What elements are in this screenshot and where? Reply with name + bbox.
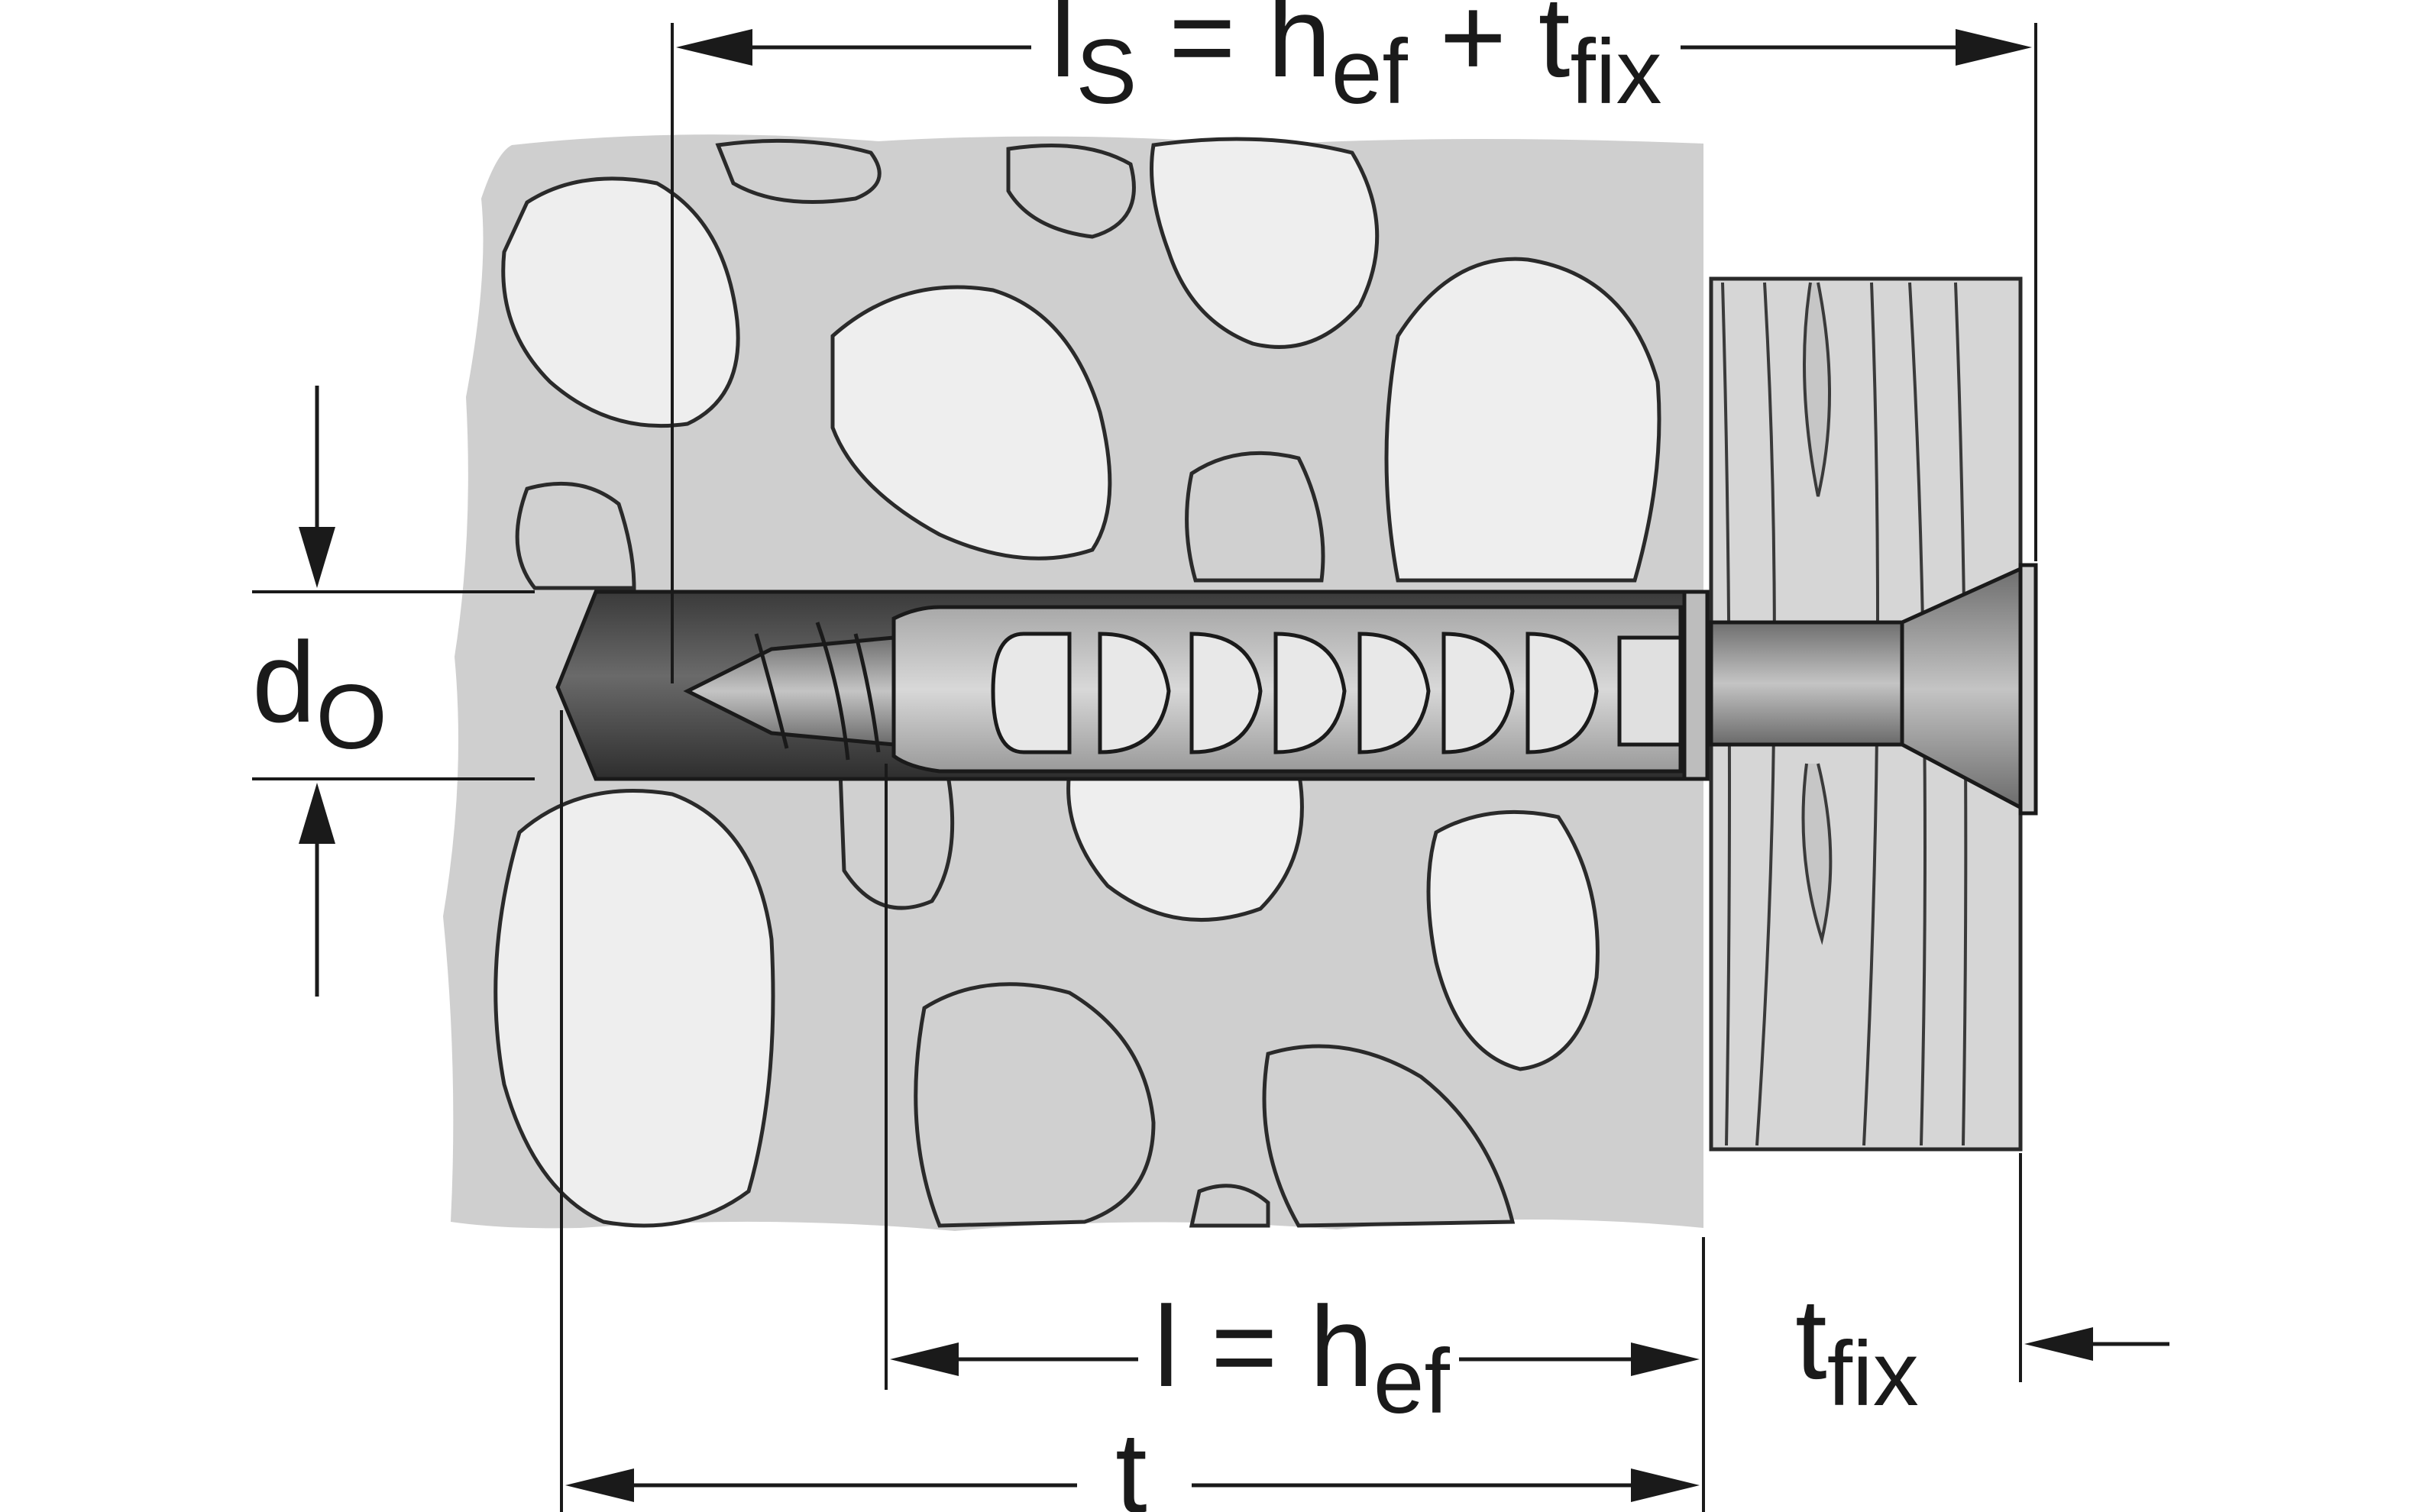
label-ls: lS = hef + tfix [1050, 0, 1661, 123]
dimension-tfix: tfix [1795, 1275, 2169, 1425]
label-tfix: tfix [1795, 1275, 1919, 1425]
dimension-ls: lS = hef + tfix [676, 0, 2032, 123]
label-do: dO [252, 618, 387, 768]
label-l-hef-sub: ef [1373, 1330, 1451, 1433]
label-tfix-sub: fix [1827, 1323, 1919, 1425]
label-ls-eq: = h [1137, 0, 1331, 101]
label-l-hef: l = hef [1153, 1282, 1450, 1433]
extension-lines [252, 23, 2037, 1512]
label-t: t [1115, 1408, 1147, 1512]
label-do-sub: O [315, 666, 387, 768]
label-do-main: d [252, 618, 315, 746]
dimension-l-hef: l = hef [890, 1282, 1700, 1433]
dimension-t: t [565, 1408, 1700, 1512]
dimension-do: dO [252, 386, 387, 997]
label-l-hef-main: l = h [1153, 1282, 1373, 1410]
concrete-aggregate [493, 137, 1661, 1228]
label-tfix-main: t [1795, 1275, 1827, 1403]
label-ls-main-sub: S [1076, 21, 1137, 123]
label-ls-sub1: ef [1331, 21, 1409, 123]
screw [683, 563, 2038, 816]
label-ls-main: l [1050, 0, 1076, 101]
wall-plug [891, 590, 1710, 781]
label-ls-sub2: fix [1570, 21, 1661, 123]
label-ls-plus: + t [1408, 0, 1571, 101]
